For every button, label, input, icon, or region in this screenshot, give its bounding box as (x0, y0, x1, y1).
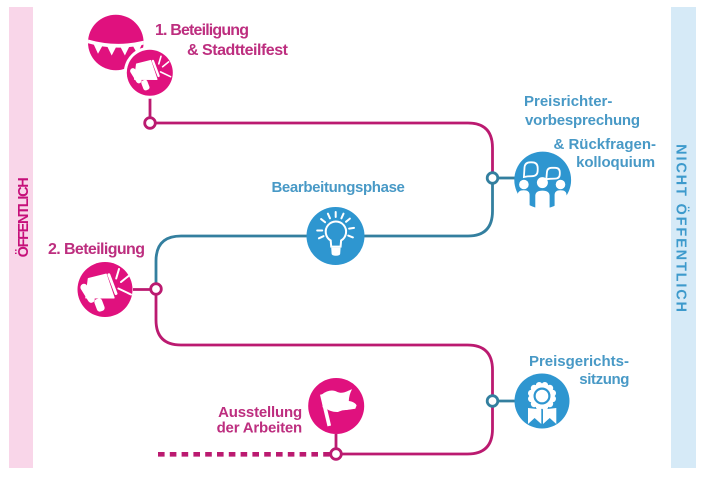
svg-text:vorbesprechung: vorbesprechung (525, 112, 640, 129)
svg-text:2. Beteiligung: 2. Beteiligung (48, 241, 144, 258)
svg-text:Preisrichter-: Preisrichter- (524, 93, 612, 110)
svg-text:Ausstellung: Ausstellung (218, 404, 302, 421)
svg-text:kolloquium: kolloquium (576, 154, 655, 171)
svg-text:sitzung: sitzung (579, 371, 629, 388)
svg-text:Preisgerichts-: Preisgerichts- (529, 353, 629, 370)
svg-text:& Rückfragen-: & Rückfragen- (553, 136, 656, 153)
svg-text:der Arbeiten: der Arbeiten (217, 420, 302, 437)
svg-text:1. Beteiligung: 1. Beteiligung (155, 22, 248, 39)
svg-text:ÖFFENTLICH: ÖFFENTLICH (15, 178, 32, 258)
svg-text:& Stadtteilfest: & Stadtteilfest (187, 42, 289, 59)
svg-text:NICHT ÖFFENTLICH: NICHT ÖFFENTLICH (673, 144, 690, 314)
svg-text:Bearbeitungsphase: Bearbeitungsphase (271, 179, 404, 196)
